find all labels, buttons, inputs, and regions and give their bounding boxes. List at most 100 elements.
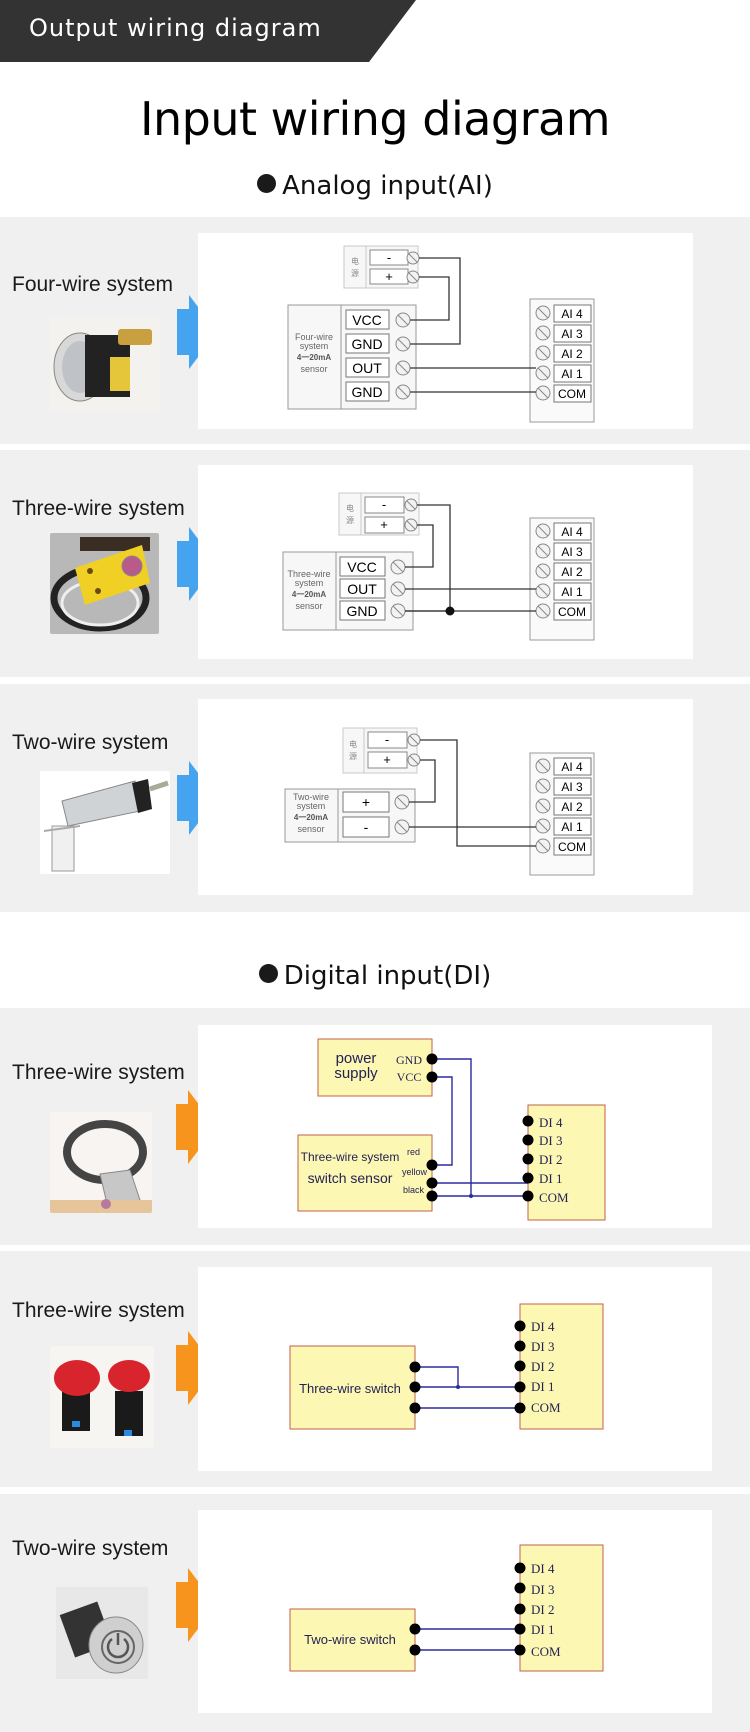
power-label-2: 源: [346, 516, 354, 525]
diagram-shape: [409, 755, 419, 765]
diagram-shape: [408, 253, 418, 263]
sensor-term: GND: [351, 336, 382, 352]
sensor-term: OUT: [352, 360, 382, 376]
diagram-shape: [108, 1360, 150, 1392]
diagram-shape: [390, 559, 406, 619]
digital-section-title: Digital input(DI): [0, 961, 750, 991]
diagram-shape: [345, 357, 390, 378]
arrow-right-icon: [177, 527, 217, 601]
linear-displacement-sensor-photo: [40, 771, 170, 874]
diagram-shape: [50, 1200, 152, 1213]
analog-section-title-text: Analog input(AI): [282, 171, 493, 201]
diagram-shape: [345, 333, 390, 354]
diagram-shape: [392, 561, 404, 573]
diagram-shape: [537, 820, 549, 832]
diagram-shape: [289, 1345, 416, 1430]
diagram-shape: [395, 312, 411, 400]
module-term: AI 1: [561, 367, 583, 381]
diagram-shape: [514, 1582, 526, 1594]
diagram-shape: [149, 780, 169, 792]
diagram-shape: [404, 498, 418, 532]
module-term: COM: [539, 1190, 569, 1205]
diagram-shape: [514, 1562, 526, 1574]
module-term: DI 1: [539, 1171, 562, 1186]
diagram-shape: [409, 1361, 421, 1373]
diagram-shape: [396, 796, 408, 808]
diagram-shape: [317, 1038, 433, 1097]
diagram-shape: [106, 1638, 130, 1659]
metal-push-button-photo: [56, 1587, 148, 1679]
diagram-shape: [80, 537, 150, 551]
sensor-block: Four-wire system 4一20mA sensor VCC GND O…: [287, 304, 417, 410]
switch-block: Two-wire switch: [289, 1608, 416, 1672]
diagram-shape: [522, 1172, 534, 1184]
sensor-term-black: black: [403, 1185, 425, 1195]
diagram-shape: [51, 825, 75, 872]
diagram-shape: [426, 1190, 438, 1202]
diagram-shape: [132, 779, 152, 813]
sensor-term: -: [364, 819, 369, 835]
diagram-shape: [514, 1402, 526, 1414]
diagram-shape: [405, 524, 434, 568]
power-label-1: 电: [349, 739, 357, 749]
diagram-shape: [537, 525, 549, 537]
module-term: DI 1: [531, 1622, 554, 1637]
wires: [409, 739, 536, 847]
sensor-label-line: system: [295, 578, 324, 588]
module-term: COM: [531, 1400, 561, 1415]
di-module-block: DI 4 DI 3 DI 2 DI 1 COM: [519, 1303, 604, 1430]
module-term: AI 2: [561, 565, 583, 579]
diagram-shape: [407, 733, 421, 767]
diagram-shape: [514, 1360, 526, 1372]
diagram-shape: [54, 1360, 100, 1396]
module-term: AI 1: [561, 820, 583, 834]
di-module-block: DI 4 DI 3 DI 2 DI 1 COM: [519, 1544, 604, 1672]
diagram-shape: [537, 840, 549, 852]
diagram-shape: [537, 387, 549, 399]
sensor-label-line: sensor: [297, 824, 324, 834]
diagram-shape: [537, 760, 549, 772]
diagram-shape: [289, 1608, 416, 1672]
power-supply-block: power supply GND VCC: [317, 1038, 433, 1097]
diagram-shape: [342, 791, 390, 813]
diagram-shape: [514, 1603, 526, 1615]
diagram-shape: [406, 520, 416, 530]
diagram-shape: [514, 1320, 526, 1332]
diagram-shape: [409, 735, 419, 745]
diagram-shape: [409, 1381, 421, 1393]
diagram-shape: [101, 1199, 111, 1209]
diagram-shape: [522, 1190, 534, 1202]
output-wiring-tab[interactable]: Output wiring diagram: [0, 0, 416, 62]
sensor-term-yellow: yellow: [402, 1167, 428, 1177]
diagram-shape: [553, 837, 592, 856]
power-label-1: 电: [346, 503, 354, 513]
row-label: Three-wire system: [12, 1299, 185, 1322]
diagram-shape: [43, 825, 81, 832]
sensor-term: VCC: [352, 312, 382, 328]
page-title: Input wiring diagram: [139, 92, 611, 146]
sensor-label-line: 4一20mA: [294, 813, 328, 822]
diagram-shape: [514, 1381, 526, 1393]
diagram-shape: [553, 817, 592, 836]
switch-label: Three-wire switch: [299, 1381, 401, 1396]
sensor-block: Three-wire system switch sensor red yell…: [297, 1134, 433, 1212]
diagram-shape: [553, 384, 592, 403]
sensor-label-line: 4一20mA: [292, 590, 326, 599]
arrow-right-icon: [176, 1090, 216, 1164]
module-term: AI 4: [561, 525, 583, 539]
module-term: COM: [558, 605, 586, 619]
arrow-right-icon: [177, 295, 217, 369]
power-supply-block: 电 源 - +: [343, 245, 420, 289]
sensor-block: Two-wire system 4一20mA sensor + -: [284, 788, 416, 843]
diagram-shape: [118, 329, 152, 345]
diagram-shape: [75, 545, 150, 605]
diagram-shape: [409, 1402, 421, 1414]
diagram-shape: [124, 1430, 132, 1436]
power-term-minus: -: [387, 250, 391, 265]
sensor-term: GND: [346, 603, 377, 619]
di-row-three-wire-switch: Three-wire system Three-wire switch DI 4…: [0, 1251, 750, 1487]
di-wiring-diagram-two-wire-switch: Two-wire switch DI 4 DI 3 DI 2 DI 1 COM: [198, 1510, 712, 1713]
diagram-shape: [432, 1076, 453, 1166]
bullet-icon: [257, 174, 277, 193]
diagram-shape: [115, 1391, 143, 1436]
